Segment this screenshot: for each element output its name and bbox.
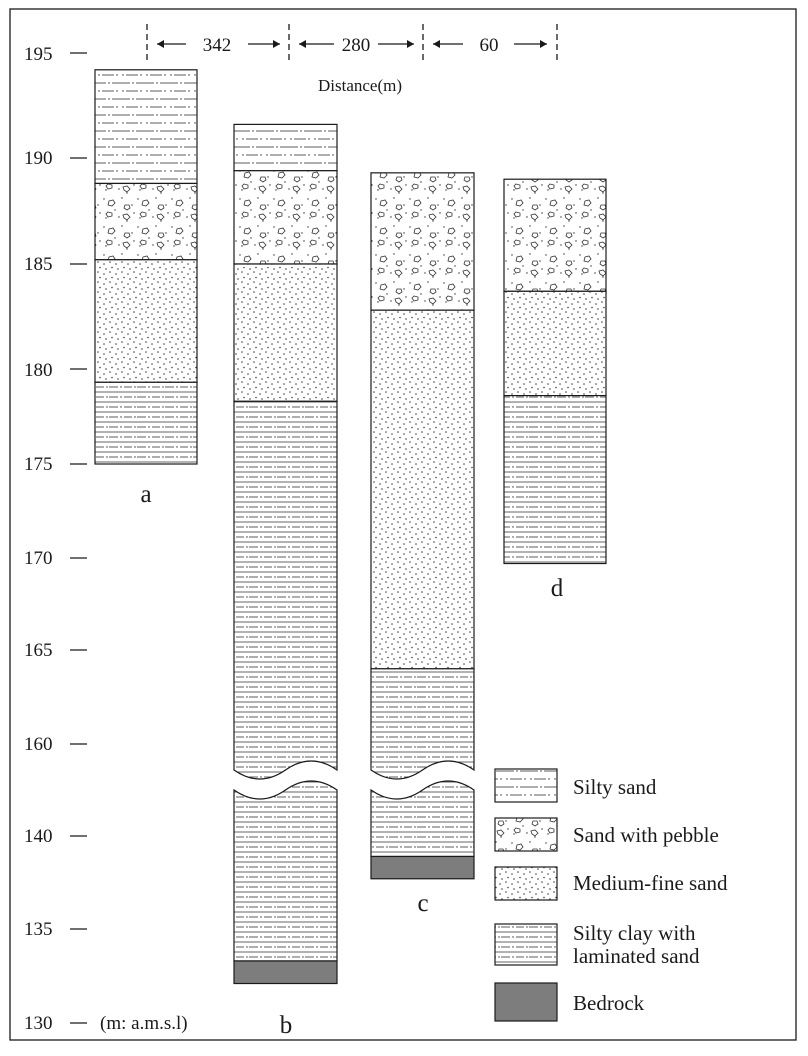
figure-border — [9, 8, 797, 1041]
layer-silty-clay-laminated — [94, 381, 198, 465]
borehole-b — [233, 123, 338, 985]
legend-swatch-bedrock — [494, 982, 558, 1022]
borehole-d — [503, 178, 607, 565]
borehole-a — [94, 69, 198, 465]
layer-silty-clay-laminated — [503, 395, 607, 565]
layer-sand-with-pebble — [94, 182, 198, 261]
y-tick-label: 165 — [24, 640, 53, 661]
distance-value: 60 — [480, 35, 499, 56]
legend-swatch-medium-fine-sand — [494, 866, 558, 901]
layer-bedrock — [370, 855, 475, 880]
legend-swatch-silty-clay — [494, 923, 558, 966]
layer-medium-fine-sand — [94, 259, 198, 383]
distance-value: 342 — [203, 35, 232, 56]
borehole-label-b: b — [280, 1012, 293, 1039]
layer-silty-clay-laminated-upper — [233, 400, 338, 780]
legend-label-silty-sand: Silty sand — [573, 775, 657, 799]
layer-silty-sand — [233, 123, 338, 172]
distance-segment-2: 280 — [299, 35, 414, 56]
legend-label-bedrock: Bedrock — [573, 991, 645, 1015]
distance-title: Distance(m) — [318, 76, 402, 95]
borehole-label-c: c — [417, 890, 428, 917]
y-tick-label: 135 — [24, 919, 53, 940]
distance-segment-3: 60 — [433, 35, 547, 56]
y-tick-label: 190 — [24, 148, 53, 169]
y-axis: 195 190 185 180 175 170 165 160 140 135 … — [24, 44, 188, 1034]
layer-bedrock — [233, 960, 338, 985]
y-tick-label: 160 — [24, 734, 53, 755]
y-tick-label: 180 — [24, 360, 53, 381]
layer-sand-with-pebble — [503, 178, 607, 292]
y-axis-unit-label: (m: a.m.s.l) — [100, 1013, 188, 1034]
layer-medium-fine-sand — [233, 263, 338, 402]
layer-silty-clay-laminated-lower — [370, 780, 475, 858]
legend-swatch-silty-sand — [494, 768, 558, 803]
legend: Silty sand Sand with pebble Medium-fine … — [494, 768, 728, 1022]
y-tick-label: 185 — [24, 254, 53, 275]
y-tick-label: 170 — [24, 548, 53, 569]
borehole-c — [370, 172, 475, 880]
legend-swatch-sand-with-pebble — [494, 817, 558, 852]
layer-silty-sand — [94, 69, 198, 185]
borehole-label-a: a — [140, 481, 151, 508]
layer-silty-clay-laminated-lower — [233, 780, 338, 962]
legend-label-medium-fine-sand: Medium-fine sand — [573, 871, 728, 895]
legend-label-sand-with-pebble: Sand with pebble — [573, 823, 719, 847]
borehole-label-d: d — [551, 575, 564, 602]
layer-medium-fine-sand — [503, 290, 607, 397]
distance-segment-1: 342 — [157, 35, 280, 56]
layer-sand-with-pebble — [233, 170, 338, 265]
y-tick-label: 195 — [24, 44, 53, 65]
distance-header: 342 280 60 Distance(m) — [146, 24, 558, 95]
distance-value: 280 — [342, 35, 371, 56]
layer-medium-fine-sand — [370, 309, 475, 670]
layer-sand-with-pebble — [370, 172, 475, 311]
layer-silty-clay-laminated-upper — [370, 668, 475, 780]
y-tick-label: 175 — [24, 454, 53, 475]
y-tick-label: 130 — [24, 1013, 53, 1034]
y-tick-label: 140 — [24, 826, 53, 847]
